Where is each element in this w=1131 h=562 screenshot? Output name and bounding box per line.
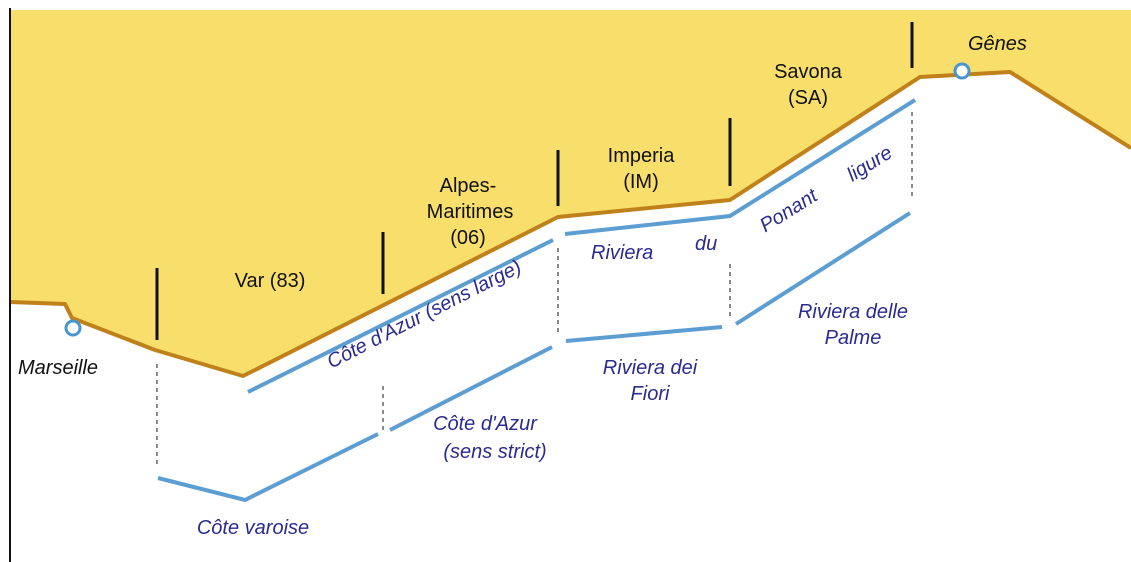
segment-riviera-palme	[734, 211, 912, 326]
coast-label-riviera-palme-line1: Riviera delle	[798, 301, 908, 323]
segment-riviera-fiori	[565, 325, 723, 343]
coast-label-riviera-fiori-line1: Riviera dei	[603, 357, 698, 379]
region-label-savona-line1: Savona	[774, 61, 843, 83]
land-area	[10, 10, 1131, 376]
segment-cote-varoise	[157, 432, 379, 503]
coast-label-riviera-fiori-line2: Fiori	[631, 383, 670, 405]
region-label-imperia-line1: Imperia	[608, 145, 676, 167]
coast-label-cote-azur-strict-line1: Côte d'Azur	[433, 413, 538, 435]
segment-cote-azur-strict	[389, 345, 553, 432]
coast-label-cote-azur-strict-line2: (sens strict)	[443, 441, 546, 463]
coast-label-riviera-palme-line2: Palme	[825, 327, 882, 349]
region-label-savona-line2: (SA)	[788, 87, 828, 109]
genes-marker-icon	[953, 62, 971, 80]
coast-segments	[157, 98, 917, 503]
segment-riviera-ponant	[564, 98, 917, 236]
coast-label-cote-varoise: Côte varoise	[197, 517, 309, 539]
city-label-genes: Gênes	[968, 33, 1027, 55]
region-label-alpes-maritimes-line2: Maritimes	[427, 201, 514, 223]
marseille-marker-icon	[64, 319, 82, 337]
region-label-alpes-maritimes-line3: (06)	[450, 227, 486, 249]
region-label-var: Var (83)	[235, 270, 306, 292]
city-label-marseille: Marseille	[18, 357, 98, 379]
coast-label-du: du	[695, 233, 717, 255]
segment-cote-azur-large	[247, 238, 554, 394]
region-label-imperia-line2: (IM)	[623, 171, 659, 193]
coast-label-riviera: Riviera	[591, 242, 653, 264]
region-label-alpes-maritimes-line1: Alpes-	[440, 175, 497, 197]
coast-label-ligure: ligure	[843, 142, 896, 187]
